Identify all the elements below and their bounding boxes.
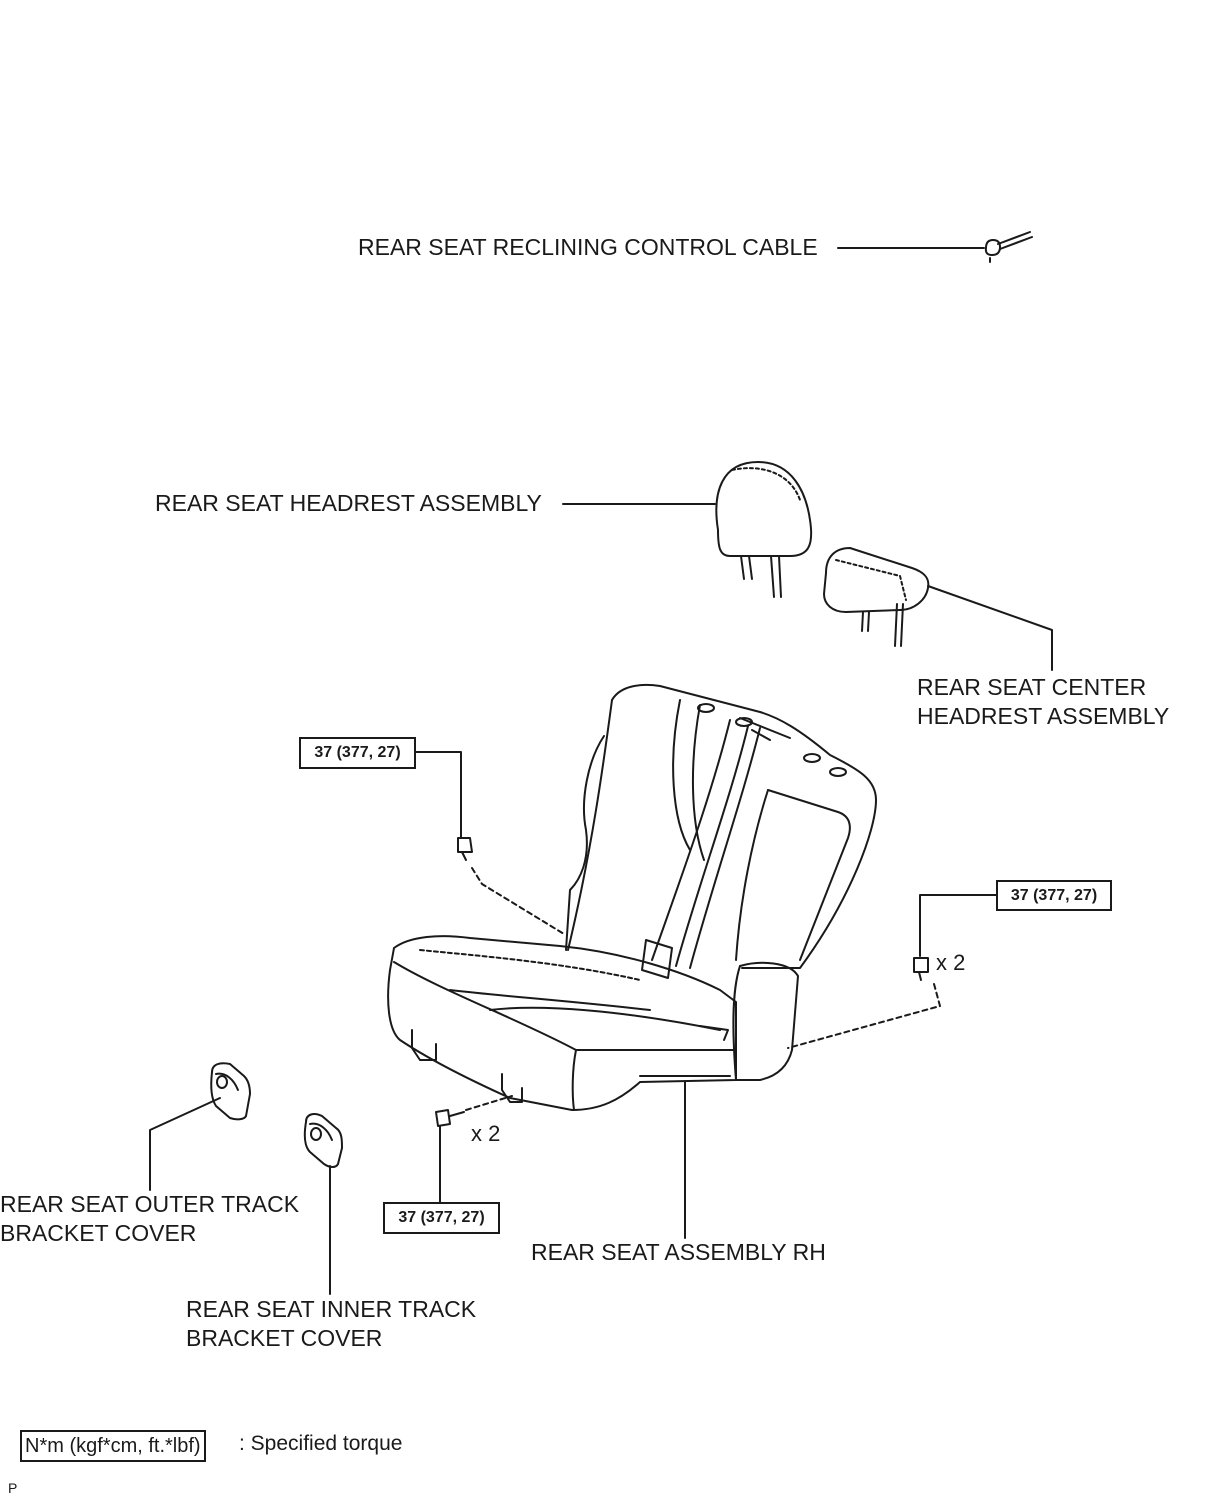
torque-spec-bottom: 37 (377, 27) <box>383 1202 500 1234</box>
bolt-bottom <box>435 1095 513 1207</box>
center-headrest-drawing <box>823 547 1053 671</box>
torque-unit-legend-box: N*m (kgf*cm, ft.*lbf) <box>20 1430 206 1462</box>
seat-assembly-label: REAR SEAT ASSEMBLY RH <box>531 1239 826 1265</box>
figure-code: P <box>8 1480 18 1496</box>
inner-cover-label-line2: BRACKET COVER <box>186 1325 383 1351</box>
seat-assembly-drawing <box>387 683 877 1111</box>
outer-cover-label-line1: REAR SEAT OUTER TRACK <box>0 1191 300 1217</box>
quantity-bottom: x 2 <box>471 1121 501 1146</box>
quantity-right: x 2 <box>936 950 966 975</box>
reclining-control-cable <box>837 231 1033 263</box>
torque-spec-upper-left: 37 (377, 27) <box>299 737 416 769</box>
bolt-right <box>787 894 997 1049</box>
torque-spec-right: 37 (377, 27) <box>996 880 1112 911</box>
inner-cover-label-line1: REAR SEAT INNER TRACK <box>186 1296 477 1322</box>
headrest-label: REAR SEAT HEADREST ASSEMBLY <box>155 490 542 516</box>
reclining-cable-label: REAR SEAT RECLINING CONTROL CABLE <box>358 234 818 260</box>
outer-cover-label-line2: BRACKET COVER <box>0 1220 197 1246</box>
inner-track-bracket-cover-drawing <box>303 1113 343 1295</box>
torque-legend-description: : Specified torque <box>239 1432 403 1455</box>
center-headrest-label-line1: REAR SEAT CENTER <box>917 674 1147 700</box>
outer-track-bracket-cover-drawing <box>149 1062 251 1191</box>
center-headrest-label-line2: HEADREST ASSEMBLY <box>917 703 1170 729</box>
bolt-upper-left <box>415 751 565 935</box>
headrest-drawing <box>562 461 813 598</box>
